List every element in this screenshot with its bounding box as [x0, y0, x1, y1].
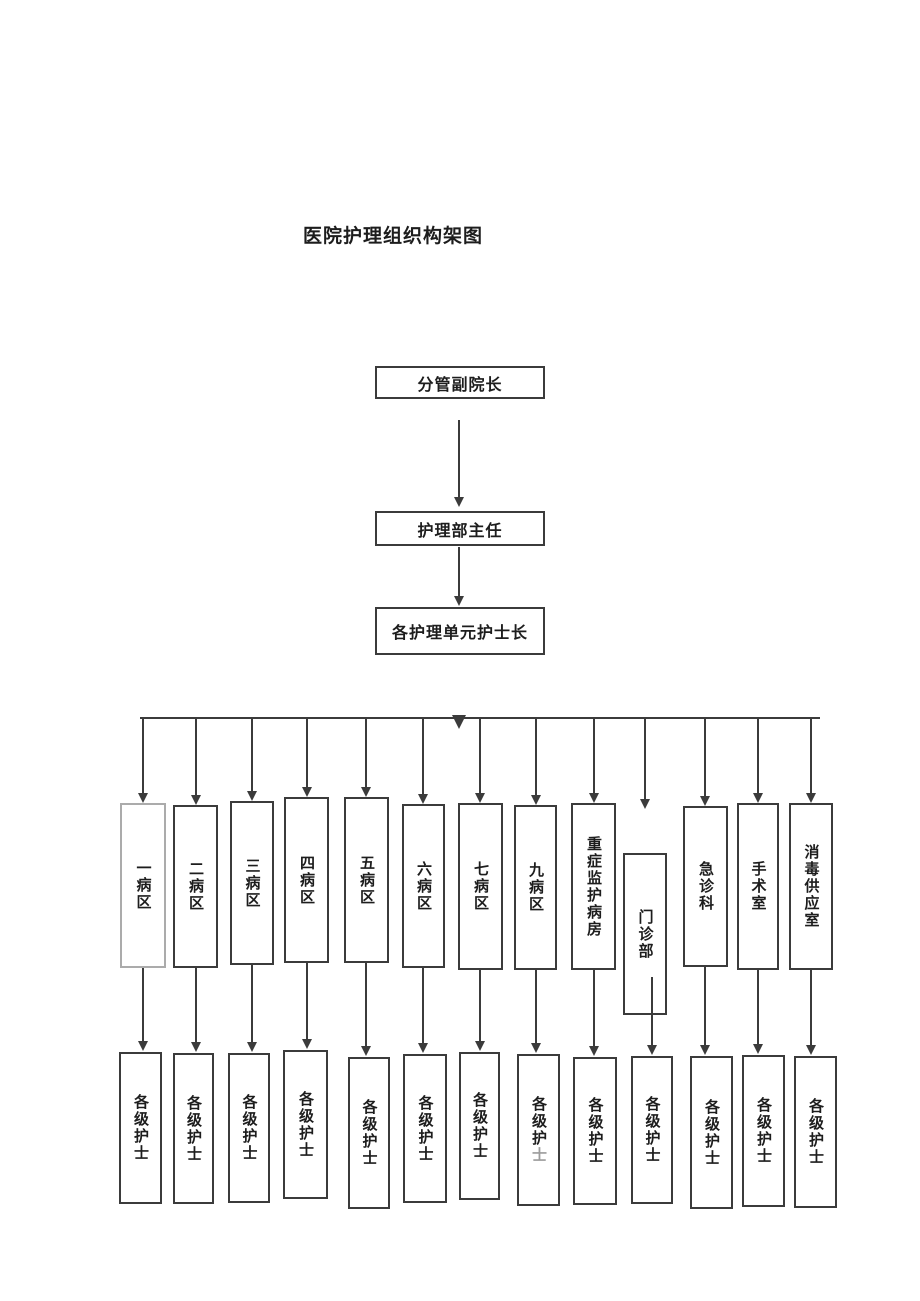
dept-box-emergency-label: 急诊科 — [697, 861, 715, 912]
dept-box-ward-1: 一病区 — [120, 803, 166, 968]
dept-box-ward-2: 二病区 — [173, 805, 218, 968]
page-title: 医院护理组织构架图 — [303, 225, 484, 247]
dept-box-ward-3-label: 三病区 — [243, 857, 262, 909]
nurses-box-8-label: 各级护士 — [530, 1096, 548, 1164]
nurses-box-12: 各级护士 — [742, 1055, 785, 1207]
box-head-nurses: 各护理单元护士长 — [375, 607, 545, 655]
nurses-box-1-label: 各级护士 — [132, 1094, 150, 1162]
dept-box-ward-9: 九病区 — [514, 805, 557, 970]
dept-box-sterilization: 消毒供应室 — [789, 803, 833, 970]
box-nursing-dept-director-label: 护理部主任 — [417, 520, 503, 540]
dept-box-operating-room-label: 手术室 — [749, 861, 768, 912]
nurses-box-4-label: 各级护士 — [297, 1090, 315, 1159]
dept-box-ward-5: 五病区 — [344, 797, 389, 963]
nurses-box-9: 各级护士 — [573, 1057, 617, 1205]
nurses-box-10: 各级护士 — [631, 1056, 673, 1204]
box-deputy-director-label: 分管副院长 — [417, 374, 503, 394]
nurses-box-11: 各级护士 — [690, 1056, 733, 1209]
nurses-box-9-label: 各级护士 — [586, 1097, 605, 1165]
dept-box-ward-7: 七病区 — [458, 803, 503, 970]
dept-box-operating-room: 手术室 — [737, 803, 779, 970]
nurses-box-8: 各级护士 — [517, 1054, 560, 1206]
dept-box-ward-1-label: 一病区 — [134, 860, 153, 911]
nurses-box-3-label: 各级护士 — [240, 1094, 259, 1162]
junction-arrowhead — [452, 715, 466, 729]
dept-box-ward-4: 四病区 — [284, 797, 329, 963]
box-nursing-dept-director: 护理部主任 — [375, 511, 545, 546]
nurses-box-10-label: 各级护士 — [643, 1096, 662, 1164]
dept-box-ward-2-label: 二病区 — [187, 861, 205, 912]
dept-box-ward-4-label: 四病区 — [298, 854, 316, 906]
dept-box-ward-3: 三病区 — [230, 801, 274, 965]
nurses-box-8-label-main: 各级护 — [530, 1096, 548, 1147]
dept-box-ward-5-label: 五病区 — [358, 854, 376, 906]
nurses-box-5-label: 各级护士 — [360, 1099, 379, 1167]
nurses-box-2: 各级护士 — [173, 1053, 214, 1204]
nurses-box-13-label: 各级护士 — [807, 1098, 825, 1166]
nurses-box-11-label: 各级护士 — [703, 1098, 721, 1167]
dept-box-outpatient-label: 门诊部 — [636, 908, 655, 960]
nurses-box-6: 各级护士 — [403, 1054, 447, 1203]
nurses-box-2-label: 各级护士 — [185, 1094, 203, 1163]
nurse-connector-arrows — [138, 963, 816, 1056]
department-drop-arrows — [138, 718, 816, 809]
dept-box-ward-6: 六病区 — [402, 804, 445, 968]
dept-box-ward-9-label: 九病区 — [527, 862, 545, 913]
nurses-box-8-label-faded: 士 — [530, 1147, 548, 1164]
dept-box-icu-label: 重症监护病房 — [585, 835, 603, 938]
nurses-box-5: 各级护士 — [348, 1057, 390, 1209]
nurses-box-7: 各级护士 — [459, 1052, 500, 1200]
dept-box-icu: 重症监护病房 — [571, 803, 616, 970]
nurses-box-3: 各级护士 — [228, 1053, 270, 1203]
dept-box-ward-6-label: 六病区 — [415, 860, 433, 912]
nurses-box-6-label: 各级护士 — [416, 1094, 435, 1163]
dept-box-sterilization-label: 消毒供应室 — [802, 844, 821, 929]
box-deputy-director: 分管副院长 — [375, 366, 545, 399]
nurses-box-7-label: 各级护士 — [471, 1092, 489, 1160]
nurses-box-12-label: 各级护士 — [755, 1097, 773, 1165]
box-head-nurses-label: 各护理单元护士长 — [391, 623, 528, 642]
nurses-box-4: 各级护士 — [283, 1050, 328, 1199]
dept-box-emergency: 急诊科 — [683, 806, 728, 967]
dept-box-ward-7-label: 七病区 — [472, 861, 490, 912]
nurses-box-1: 各级护士 — [119, 1052, 162, 1204]
nurses-box-13: 各级护士 — [794, 1056, 837, 1208]
dept-box-outpatient: 门诊部 — [623, 853, 667, 1015]
